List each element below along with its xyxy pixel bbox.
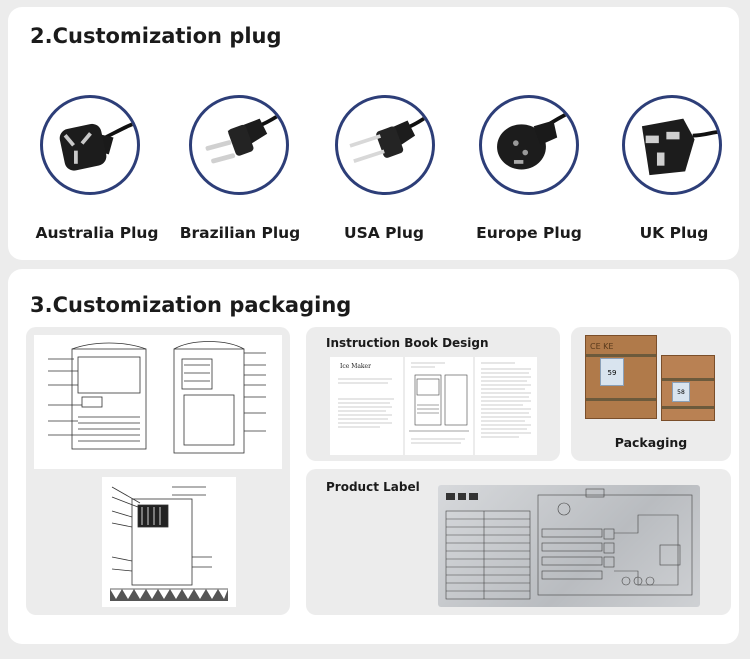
box-large-text: CE KE	[590, 342, 614, 351]
plug-label-europe: Europe Plug	[476, 224, 582, 242]
plug-label-brazilian: Brazilian Plug	[179, 224, 301, 242]
plug-section-card: 2.Customization plug Australia Plug Braz…	[8, 7, 739, 260]
product-label-plate	[438, 485, 700, 607]
machine-diagram-top	[34, 335, 282, 469]
box-small-number: 58	[672, 382, 690, 402]
drawing-panel	[26, 327, 290, 615]
uk-plug-icon	[622, 95, 722, 195]
product-label-title: Product Label	[326, 480, 420, 494]
packaging-section-title: 3.Customization packaging	[30, 293, 352, 317]
product-label-panel: Product Label	[306, 469, 731, 615]
instruction-page-2	[405, 357, 473, 455]
instruction-page-3	[475, 357, 537, 455]
plug-label-usa: USA Plug	[344, 224, 424, 242]
packaging-photo-panel: 59 CE KE 58 Packaging	[571, 327, 731, 461]
usa-plug-icon	[335, 95, 435, 195]
instruction-book-panel: Instruction Book Design Ice Maker	[306, 327, 560, 461]
instruction-book-title: Instruction Book Design	[326, 336, 489, 350]
box-large: 59 CE KE	[585, 335, 657, 419]
brazilian-plug-icon	[189, 95, 289, 195]
instruction-doc-title: Ice Maker	[340, 363, 371, 370]
plug-section-title: 2.Customization plug	[30, 24, 282, 48]
plug-label-uk: UK Plug	[639, 224, 709, 242]
machine-diagram-bottom	[102, 477, 236, 607]
packaging-label: Packaging	[614, 435, 688, 450]
box-small: 58	[661, 355, 715, 421]
australia-plug-icon	[40, 95, 140, 195]
box-large-number: 59	[600, 358, 624, 386]
packaging-section-card: 3.Customization packaging	[8, 269, 739, 644]
instruction-page-1: Ice Maker	[330, 357, 403, 455]
europe-plug-icon	[479, 95, 579, 195]
plug-label-australia: Australia Plug	[35, 224, 159, 242]
